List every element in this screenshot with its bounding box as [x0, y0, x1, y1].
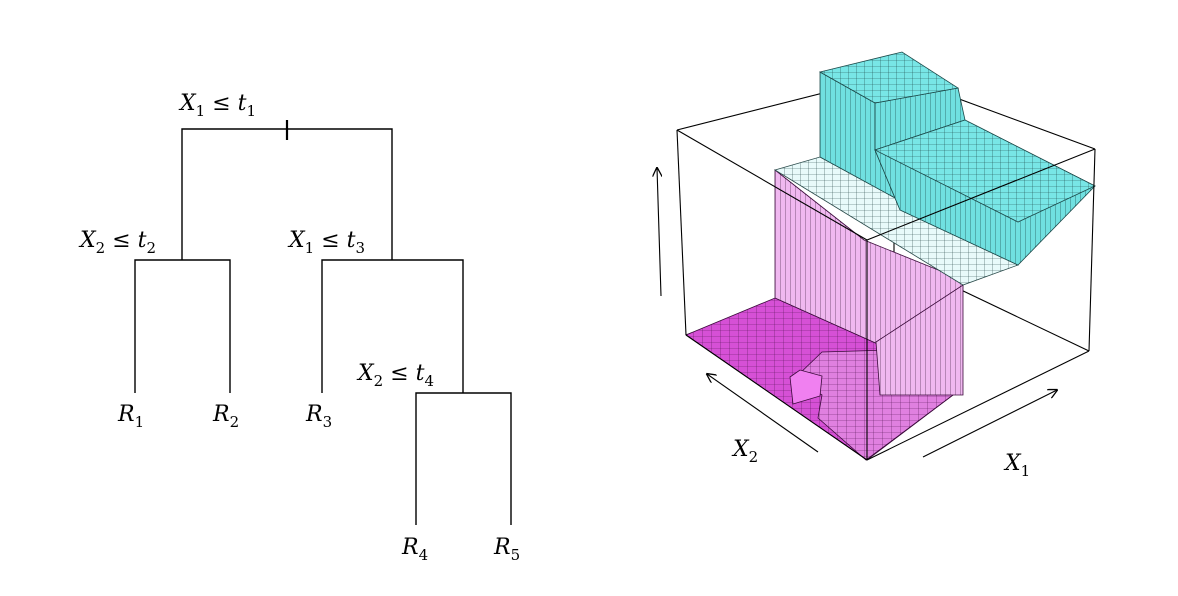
split-label-x1-t3: X1≤t3: [287, 228, 365, 257]
leaf-r5: R5: [493, 535, 520, 564]
high-plateau-right: [873, 119, 1096, 223]
box-front-edges: [676, 129, 1096, 461]
split-x2-t2-edge: [134, 259, 231, 393]
surface-plot: X2 X1: [657, 51, 1096, 480]
leaf-r1: R1: [117, 402, 144, 431]
low-region-bump: [789, 369, 823, 405]
tree-edges: [134, 120, 512, 525]
x1-axis-label: X1: [1003, 451, 1030, 480]
split-x2-t4-edge: [415, 392, 512, 525]
x2-axis-arrow: [707, 374, 819, 453]
leaf-r3: R3: [305, 402, 332, 431]
decision-tree: X1≤t1 X2≤t2 X1≤t3 X2≤t4 R1 R2 R3 R4 R5: [78, 91, 520, 564]
x1-axis-arrow: [922, 390, 1057, 458]
leaf-r4: R4: [401, 535, 428, 564]
mid-wall-front: [875, 284, 964, 396]
z-axis-arrow: [657, 168, 661, 297]
high-plateau-top: [818, 51, 960, 104]
split-x1-t3-edge: [321, 259, 464, 393]
leaf-r2: R2: [212, 402, 239, 431]
split-label-x2-t4: X2≤t4: [356, 361, 434, 390]
split-label-x2-t2: X2≤t2: [78, 228, 156, 257]
x2-axis-label: X2: [731, 437, 758, 466]
split-label-root: X1≤t1: [178, 91, 256, 120]
